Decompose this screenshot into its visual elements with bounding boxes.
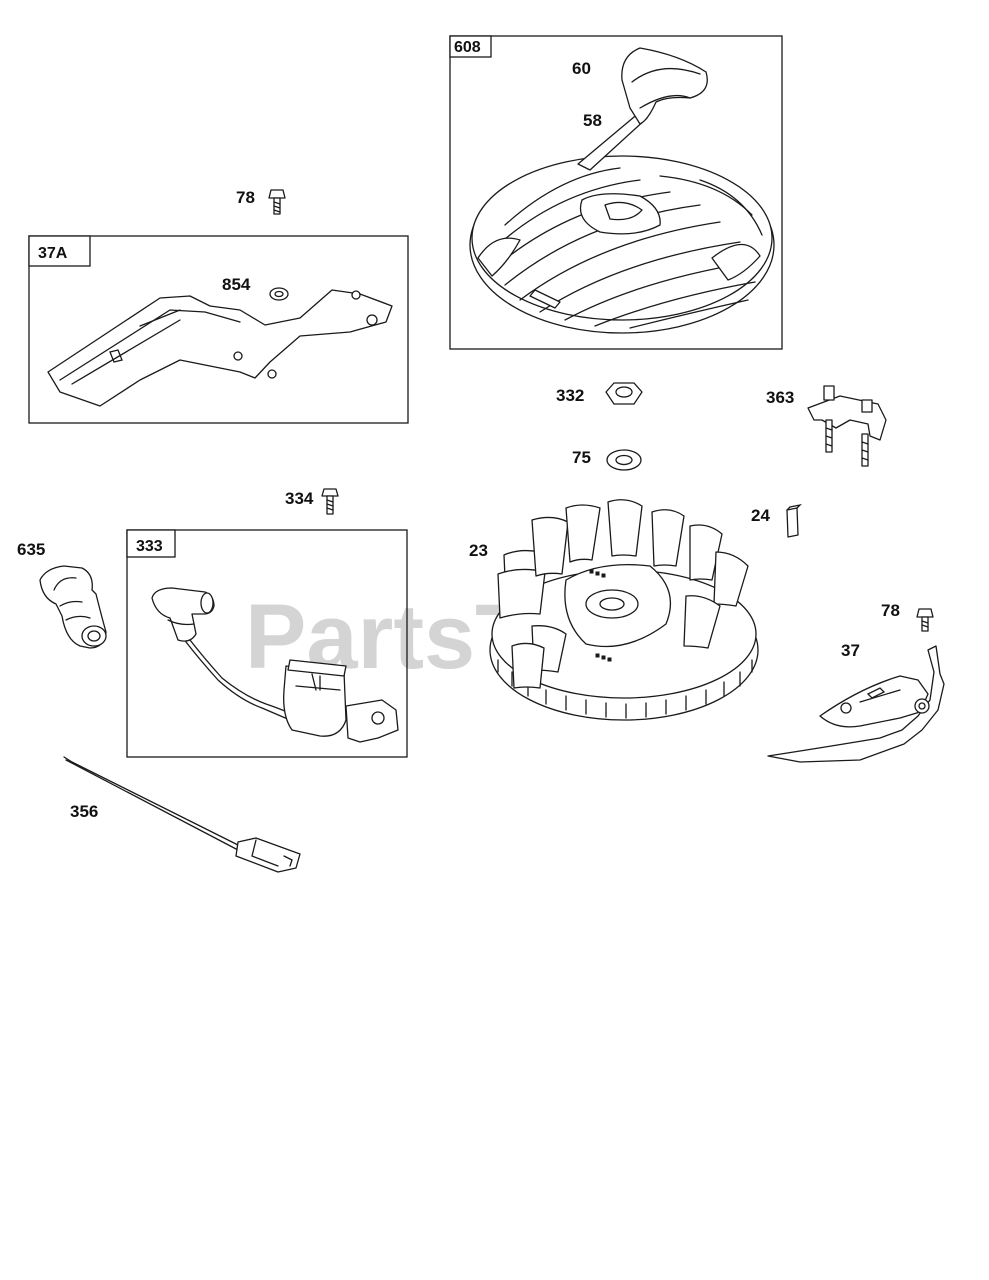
ground-wire-icon[interactable] [63,756,301,873]
callout-58: 58 [583,111,602,130]
ignition-coil-icon[interactable] [151,587,399,743]
callout-854: 854 [222,275,251,294]
rewind-starter-icon[interactable] [469,47,775,334]
callout-37: 37 [841,641,860,660]
callout-334: 334 [285,489,314,508]
callout-78-right: 78 [881,601,900,620]
air-guide-icon[interactable] [47,289,393,407]
callout-363: 363 [766,388,794,407]
box-608-label: 608 [454,39,481,56]
washer-75-icon[interactable] [606,449,642,471]
box-608: 608 [449,35,783,350]
callout-635: 635 [17,540,45,559]
box-37a: 37A [28,235,409,424]
flywheel-key-icon[interactable] [786,503,802,538]
bracket-363-icon[interactable] [807,385,887,467]
box-333: 333 [126,529,408,758]
spark-plug-boot-icon[interactable] [39,565,107,649]
screw-icon[interactable] [268,189,286,215]
screw-334-icon[interactable] [321,488,339,515]
screw-78-right-icon[interactable] [916,608,934,632]
callout-356: 356 [70,802,98,821]
callout-60: 60 [572,59,591,78]
callout-23: 23 [469,541,488,560]
callout-78-top: 78 [236,188,255,207]
callout-332: 332 [556,386,584,405]
box-333-label: 333 [136,538,163,555]
washer-854-icon[interactable] [269,287,289,301]
box-37a-label: 37A [38,245,68,262]
callout-24: 24 [751,506,770,525]
flywheel-icon[interactable] [489,499,759,721]
callout-75: 75 [572,448,591,467]
nut-icon[interactable] [605,382,643,405]
air-vane-icon[interactable] [767,645,945,763]
